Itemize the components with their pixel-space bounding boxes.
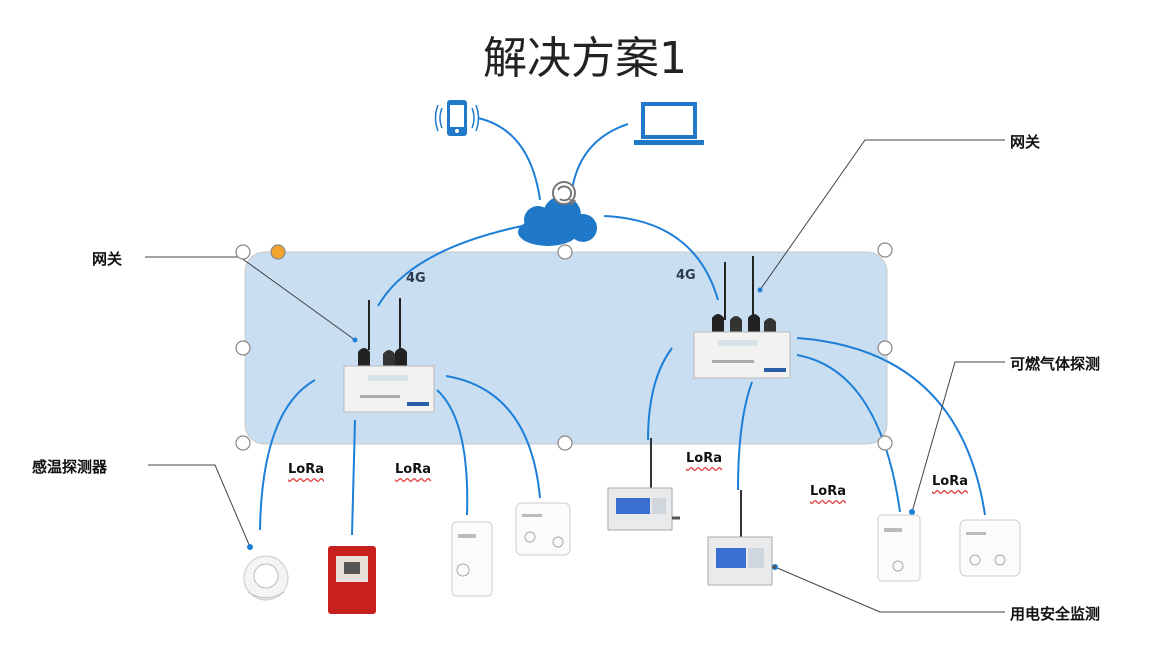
cloud-right-gateway-link — [603, 215, 719, 301]
laptop-icon — [634, 102, 704, 145]
power-meter-device — [707, 490, 776, 586]
callout-power-monitor: 用电安全监测 — [1010, 605, 1101, 623]
gateway-device-right — [693, 256, 791, 379]
callout-gateway-left: 网关 — [92, 250, 123, 268]
sync-icon — [552, 181, 576, 206]
phone-cloud-link — [477, 117, 541, 201]
label-4g-left: 4G — [406, 271, 426, 286]
right-link-gas2 — [796, 337, 986, 516]
gas-detector-device — [959, 519, 1021, 577]
selection-handles[interactable] — [235, 242, 893, 451]
adjust-handle — [270, 244, 286, 260]
callout-gateway-right: 网关 — [1010, 133, 1041, 151]
right-link-meter1 — [647, 347, 673, 441]
leader-dot — [352, 337, 358, 343]
right-link-meter2 — [737, 381, 753, 491]
callout-heat-detector: 感温探测器 — [32, 458, 108, 476]
smartphone-icon — [434, 100, 480, 136]
callout-gas-detector: 可燃气体探测 — [1010, 355, 1101, 373]
label-lora: LoRa — [932, 474, 968, 489]
label-4g-right: 4G — [676, 268, 696, 283]
gas-detector-leader — [911, 361, 1005, 513]
power-monitor-leader — [774, 566, 1005, 613]
left-link-gas2 — [445, 375, 541, 499]
label-lora: LoRa — [810, 484, 846, 499]
gateway-region[interactable] — [244, 251, 888, 445]
cloud-left-gateway-link — [377, 225, 523, 307]
leader-dot — [909, 509, 915, 515]
left-link-heat — [259, 379, 316, 531]
heat-detector-device — [243, 555, 289, 601]
gas-detector-device — [451, 521, 493, 597]
label-lora: LoRa — [686, 451, 722, 466]
leader-dot — [247, 544, 253, 550]
leader-dot — [757, 287, 763, 293]
power-meter-device — [607, 438, 680, 531]
gateway-right-leader — [759, 139, 1005, 291]
gateway-device-left — [343, 298, 435, 413]
laptop-cloud-link — [571, 123, 629, 191]
left-link-gas1 — [436, 389, 469, 516]
cloud-icon — [518, 196, 597, 246]
label-lora: LoRa — [395, 462, 431, 477]
diagram-title: 解决方案1 — [483, 33, 687, 84]
gas-detector-device — [515, 502, 571, 556]
left-link-alarm — [351, 419, 356, 536]
right-link-gas1 — [796, 354, 901, 513]
manual-alarm-device — [328, 546, 376, 614]
gas-detector-device — [877, 514, 921, 582]
label-lora: LoRa — [288, 462, 324, 477]
heat-detector-leader — [148, 464, 251, 548]
